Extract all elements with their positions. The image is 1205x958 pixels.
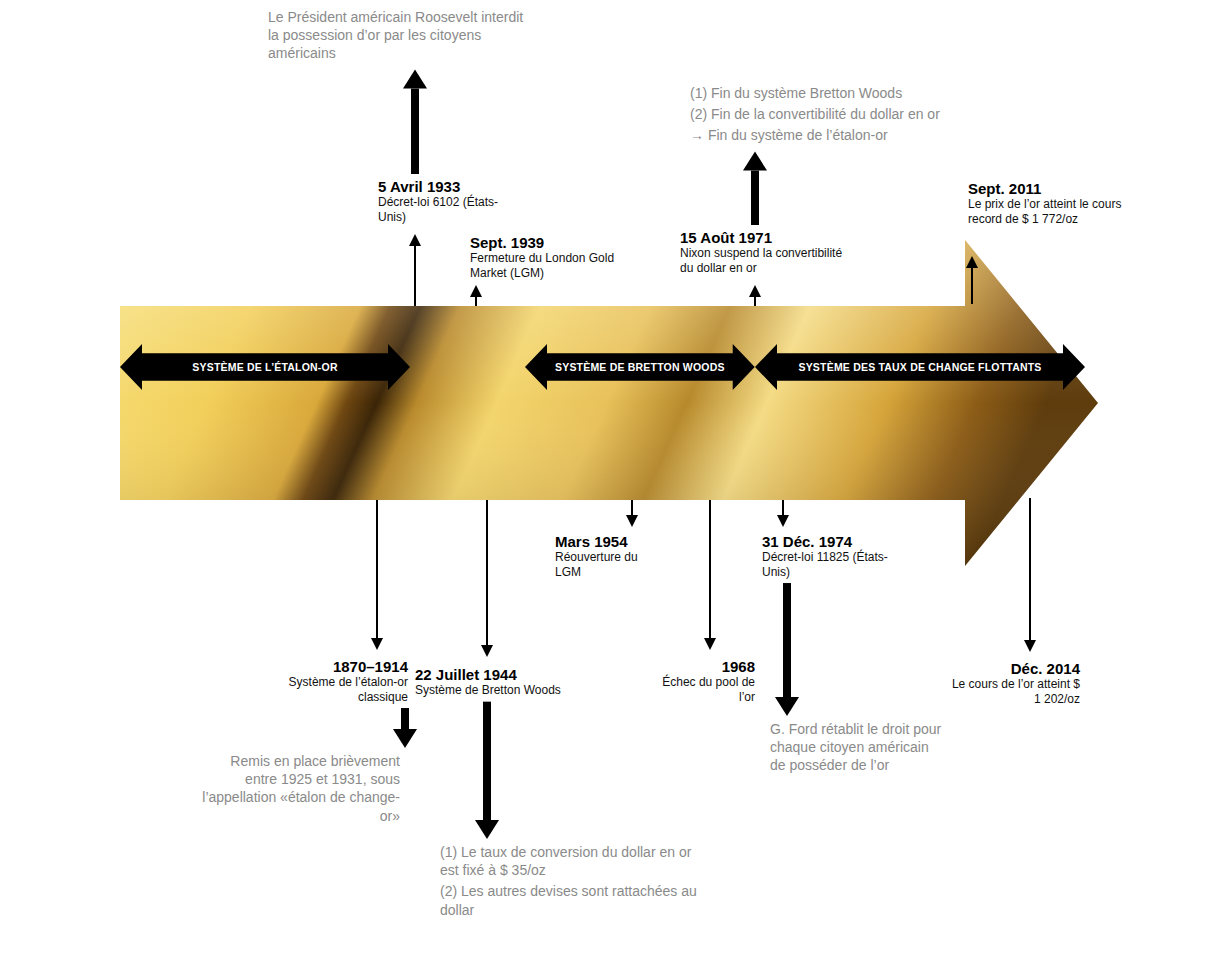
- event-text: Décret-loi 11825 (États-Unis): [762, 550, 912, 579]
- event-text: Décret-loi 6102 (États-Unis): [378, 195, 508, 224]
- band-label: SYSTÈME DE L’ÉTALON-OR: [192, 361, 337, 373]
- double-arrow-fill: [755, 344, 1085, 390]
- note-text: Le Président américain Roosevelt interdi…: [268, 8, 528, 63]
- band-label: SYSTÈME DES TAUX DE CHANGE FLOTTANTS: [798, 361, 1041, 373]
- tick-arrow: [782, 500, 784, 515]
- event-date: 1870–1914: [262, 658, 408, 675]
- period-band: SYSTÈME DES TAUX DE CHANGE FLOTTANTS: [755, 344, 1085, 390]
- period-band: SYSTÈME DE L’ÉTALON-OR: [120, 344, 410, 390]
- event-text: Fermeture du London Gold Market (LGM): [470, 251, 620, 280]
- event-block: Sept. 1939Fermeture du London Gold Marke…: [470, 234, 620, 280]
- tick-arrow: [376, 500, 378, 638]
- thick-arrow: [751, 171, 759, 225]
- period-band: SYSTÈME DE BRETTON WOODS: [525, 344, 755, 390]
- note-text: G. Ford rétablit le droit pour chaque ci…: [770, 720, 945, 775]
- thick-arrow: [411, 89, 419, 174]
- tick-arrow: [486, 500, 488, 645]
- event-text: Le prix de l’or atteint le cours record …: [968, 197, 1138, 226]
- event-text: Le cours de l’or atteint $ 1 202/oz: [950, 677, 1080, 706]
- tick-arrow: [631, 500, 633, 515]
- thick-arrow: [783, 583, 791, 697]
- event-block: Déc. 2014Le cours de l’or atteint $ 1 20…: [950, 660, 1080, 706]
- tick-arrow: [971, 268, 973, 304]
- event-block: Mars 1954Réouverture du LGM: [555, 533, 665, 579]
- double-arrow-fill: [525, 344, 755, 390]
- tick-arrow: [1029, 498, 1031, 640]
- note-text: → Fin du système de l’étalon-or: [690, 126, 1010, 144]
- double-arrow-fill: [120, 344, 410, 390]
- event-date: 22 Juillet 1944: [415, 666, 575, 683]
- event-text: Nixon suspend la convertibilité du dolla…: [680, 246, 858, 275]
- note-text: Remis en place brièvement entre 1925 et …: [200, 752, 400, 825]
- thick-arrow: [401, 708, 409, 729]
- tick-arrow: [709, 500, 711, 638]
- note-block: (1) Fin du système Bretton Woods (2) Fin …: [690, 84, 1010, 148]
- note-text: (2) Fin de la convertibilité du dollar e…: [690, 105, 1010, 123]
- tick-arrow: [414, 246, 416, 306]
- event-block: 5 Avril 1933Décret-loi 6102 (États-Unis): [378, 178, 508, 224]
- note-text: (1) Fin du système Bretton Woods: [690, 84, 1010, 102]
- arrow-shading: [120, 240, 1098, 566]
- event-date: Sept. 1939: [470, 234, 620, 251]
- event-block: 15 Août 1971Nixon suspend la convertibil…: [680, 229, 858, 275]
- event-text: Système de l’étalon-or classique: [262, 675, 408, 704]
- event-date: 5 Avril 1933: [378, 178, 508, 195]
- note-block: (1) Le taux de conversion du dollar en o…: [440, 843, 700, 922]
- event-date: Mars 1954: [555, 533, 665, 550]
- event-date: 1968: [650, 658, 755, 675]
- note-block: Remis en place brièvement entre 1925 et …: [200, 752, 400, 828]
- note-block: Le Président américain Roosevelt interdi…: [268, 8, 528, 66]
- event-block: 22 Juillet 1944Système de Bretton Woods: [415, 666, 575, 698]
- event-date: 15 Août 1971: [680, 229, 858, 246]
- note-text: (2) Les autres devises sont rattachées a…: [440, 882, 700, 918]
- event-text: Système de Bretton Woods: [415, 683, 575, 697]
- event-block: 31 Déc. 1974Décret-loi 11825 (États-Unis…: [762, 533, 912, 579]
- tick-arrow: [475, 297, 477, 306]
- event-text: Échec du pool de l’or: [650, 675, 755, 704]
- thick-arrow: [483, 702, 491, 820]
- note-block: G. Ford rétablit le droit pour chaque ci…: [770, 720, 945, 778]
- tick-arrow: [754, 297, 756, 306]
- event-block: Sept. 2011Le prix de l’or atteint le cou…: [968, 180, 1138, 226]
- event-block: 1968Échec du pool de l’or: [650, 658, 755, 704]
- event-block: 1870–1914Système de l’étalon-or classiqu…: [262, 658, 408, 704]
- note-text: (1) Le taux de conversion du dollar en o…: [440, 843, 700, 879]
- band-label: SYSTÈME DE BRETTON WOODS: [555, 361, 725, 373]
- event-date: Déc. 2014: [950, 660, 1080, 677]
- event-date: 31 Déc. 1974: [762, 533, 912, 550]
- gold-timeline-arrow: [120, 240, 1098, 566]
- event-date: Sept. 2011: [968, 180, 1138, 197]
- event-text: Réouverture du LGM: [555, 550, 665, 579]
